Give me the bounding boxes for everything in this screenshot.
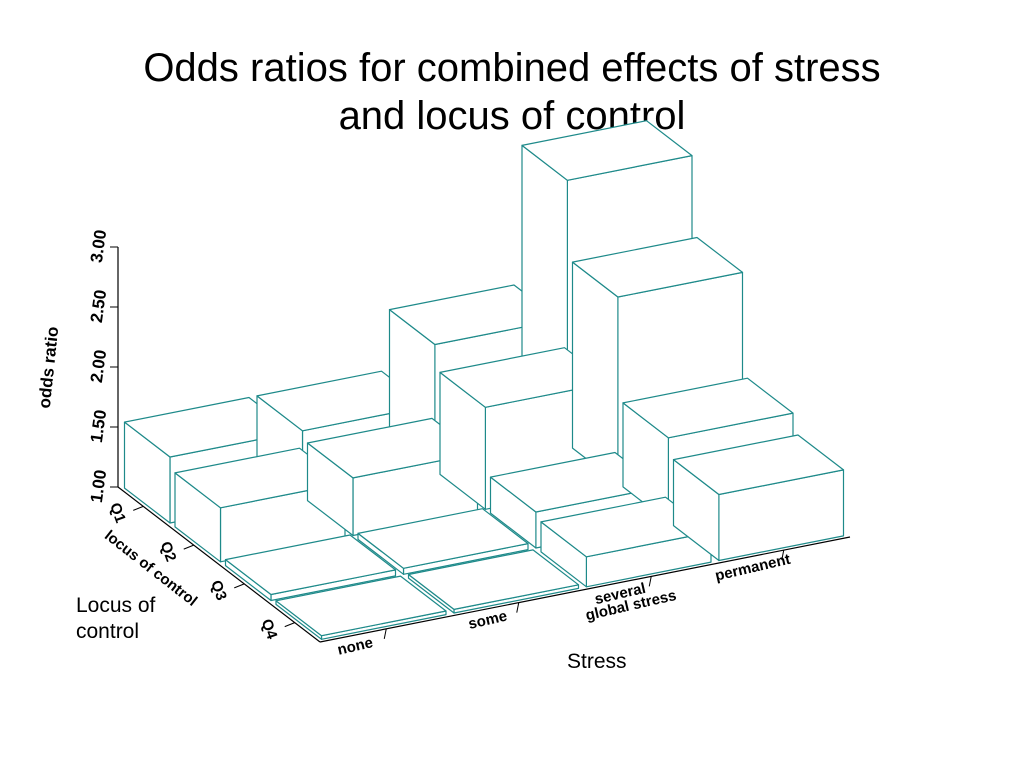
bar-side-face [571, 261, 619, 484]
bars-group [123, 120, 845, 640]
bar-q3-none [224, 534, 397, 602]
bar-top-face [174, 447, 346, 509]
bar-top-face [571, 236, 744, 298]
bar-top-face [357, 508, 529, 569]
bar-top-face [672, 434, 845, 496]
bar-q4-several [540, 496, 712, 588]
bar-top-face [489, 451, 662, 513]
bar-top-face [256, 370, 428, 432]
locus-tick-label: Q4 [258, 617, 281, 642]
locus-axis-line [117, 486, 321, 643]
bar-q4-some [407, 549, 580, 614]
stress-axis-line [319, 536, 851, 643]
locus-tick [234, 583, 245, 589]
bar-q4-permanent [672, 434, 845, 562]
stress-caption: Stress [567, 650, 627, 673]
locus-tick [183, 544, 194, 550]
locus-tick-label: Q1 [106, 501, 129, 526]
locus-tick-label: Q3 [207, 578, 230, 603]
stress-tick [781, 550, 785, 561]
odds-tick-label: 1.00 [87, 469, 110, 504]
bar-q4-none [275, 575, 447, 640]
bar-top-face [224, 534, 397, 596]
stress-tick [516, 602, 520, 613]
bar-top-face [540, 496, 712, 558]
bar-top-face [123, 396, 296, 458]
locus-tick [133, 505, 144, 511]
locus-caption: Locus of control [76, 594, 156, 643]
stress-tick [648, 576, 652, 587]
bar-top-face [521, 120, 693, 181]
odds-tick-label: 1.50 [87, 409, 110, 444]
chart-title-line-1: Odds ratios for combined effects of stre… [143, 46, 881, 90]
odds-tick-label: 2.50 [87, 289, 110, 324]
bar-top-face [306, 417, 479, 479]
bar-top-face [407, 549, 580, 611]
bar-q3-some [357, 508, 529, 575]
odds-axis-label: odds ratio [35, 326, 62, 410]
stress-tick [383, 628, 387, 639]
locus-tick-label: Q2 [157, 539, 180, 564]
chart-title: Odds ratios for combined effects of stre… [60, 44, 964, 140]
odds-tick-label: 3.00 [87, 229, 110, 264]
locus-tick [284, 622, 295, 628]
bar-top-face [388, 284, 561, 346]
bar-top-face [275, 575, 447, 637]
odds-tick-label: 2.00 [87, 349, 110, 384]
bar-top-face [439, 347, 611, 408]
bar-top-face [622, 377, 794, 439]
